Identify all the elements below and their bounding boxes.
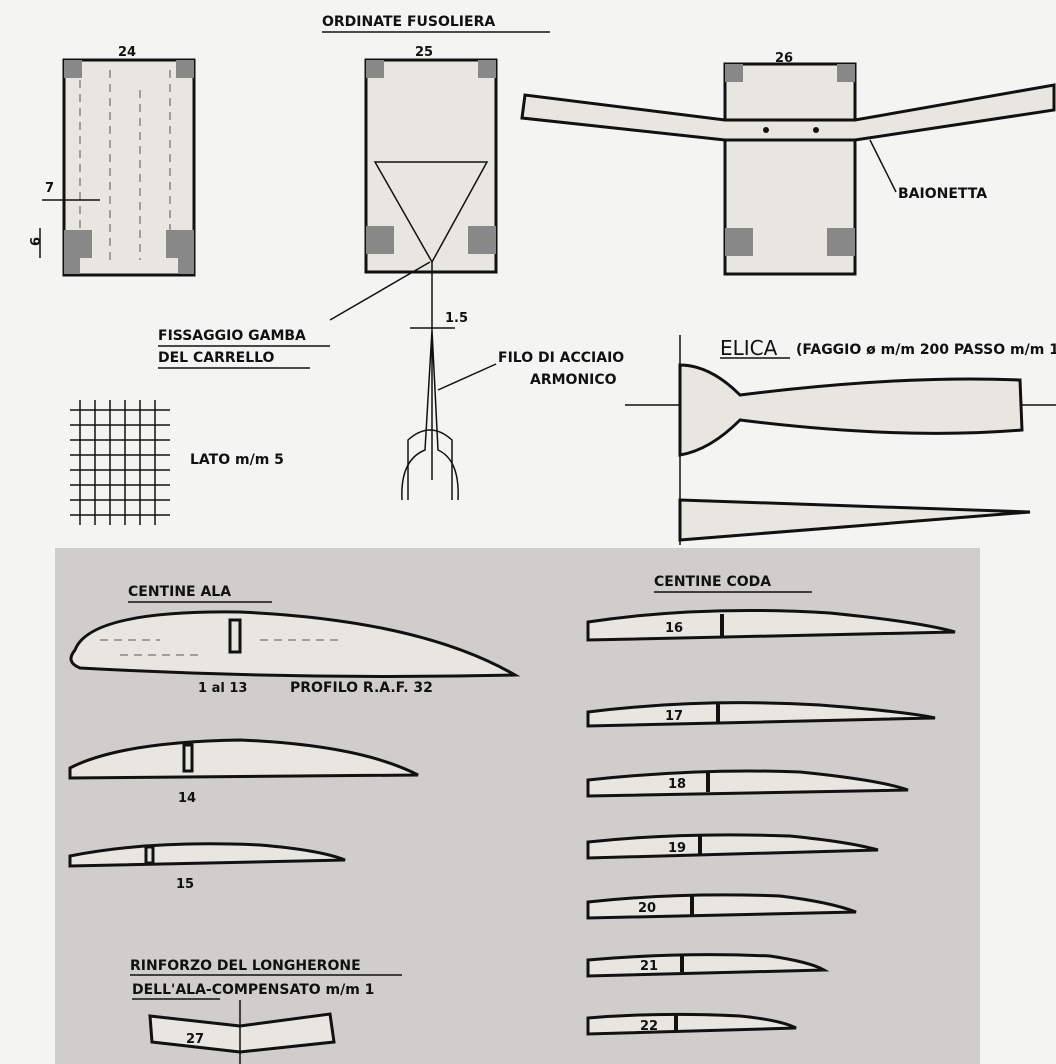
tail-rib-21: 21: [586, 953, 830, 978]
tail-rib-18: 18: [586, 769, 909, 798]
longeron-square: [64, 60, 82, 78]
dimension-7: 7: [45, 181, 54, 196]
label-del-carrello: DEL CARRELLO: [158, 350, 275, 366]
spar-title-line1: RINFORZO DEL LONGHERONE: [130, 958, 361, 974]
label-armonico: ARMONICO: [530, 372, 617, 388]
wing-rib-15: [68, 842, 346, 868]
wing-rib-14: [68, 738, 419, 780]
dimension-1-5: 1.5: [445, 311, 468, 326]
label-rib-20: 20: [638, 901, 656, 916]
wing-rib-1-13: [69, 610, 521, 678]
tail-rib-17: 17: [586, 701, 936, 728]
label-profilo: PROFILO R.A.F. 32: [290, 680, 433, 696]
tail-rib-20: 20: [586, 893, 857, 920]
tail-rib-16: 16: [586, 608, 956, 642]
label-1-al-13: 1 al 13: [198, 681, 247, 696]
label-rib-14: 14: [178, 791, 196, 806]
propeller-title: ELICA: [720, 336, 778, 360]
tail-rib-19: 19: [586, 833, 879, 860]
label-baionetta: BAIONETTA: [898, 186, 987, 202]
propeller-drawing: [625, 335, 1056, 545]
label-part-27: 27: [186, 1032, 204, 1047]
scale-grid: [70, 400, 170, 525]
propeller-spec: (FAGGIO ø m/m 200 PASSO m/m 100: [796, 342, 1056, 358]
wing-ribs-title: CENTINE ALA: [128, 584, 231, 600]
frame-label-24: 24: [118, 45, 136, 60]
label-rib-16: 16: [665, 621, 683, 636]
label-rib-18: 18: [668, 777, 686, 792]
spar-reinforcement-27: 27: [148, 1000, 336, 1064]
frame-label-25: 25: [415, 45, 433, 60]
tail-ribs-title: CENTINE CODA: [654, 574, 771, 590]
label-fissaggio-gamba: FISSAGGIO GAMBA: [158, 328, 306, 344]
label-rib-15: 15: [176, 877, 194, 892]
label-lato: LATO m/m 5: [190, 452, 284, 468]
label-rib-22: 22: [640, 1019, 658, 1034]
bayonet: [520, 83, 1056, 142]
label-rib-21: 21: [640, 959, 658, 974]
label-rib-19: 19: [668, 841, 686, 856]
frame-label-26: 26: [775, 51, 793, 66]
dimension-6: 6: [29, 237, 44, 246]
label-rib-17: 17: [665, 709, 683, 724]
frame-24: 24 7 6: [29, 45, 196, 277]
title-ordinate-fusoliera: ORDINATE FUSOLIERA: [322, 14, 495, 30]
tail-rib-22: 22: [586, 1012, 797, 1036]
frame-26: 26: [520, 51, 1056, 276]
spar-title-line2: DELL'ALA-COMPENSATO m/m 1: [132, 982, 374, 998]
label-filo-di-acciaio: FILO DI ACCIAIO: [498, 350, 624, 366]
frame-25: 25 1.5: [329, 45, 498, 501]
